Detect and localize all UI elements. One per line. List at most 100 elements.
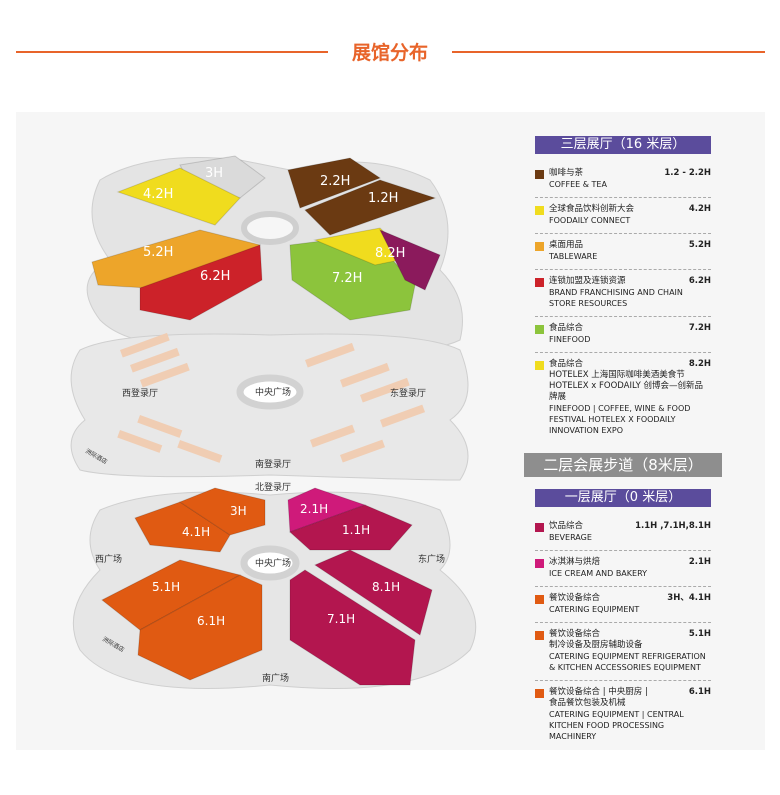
color-swatch bbox=[535, 278, 544, 287]
east-plaza-label: 东广场 bbox=[418, 553, 445, 565]
legend-en: FINEFOOD bbox=[549, 335, 591, 344]
legend-item: 食品综合 FINEFOOD 7.2H bbox=[535, 317, 711, 353]
hall-block bbox=[287, 157, 382, 209]
legend-item: 桌面用品 TABLEWARE 5.2H bbox=[535, 234, 711, 270]
east-lobby-label: 东登录厅 bbox=[390, 387, 426, 399]
level2-central-ring bbox=[236, 374, 304, 410]
level1-title: 一层展厅（0 米层） bbox=[535, 489, 711, 507]
legend-cn: 全球食品饮料创新大会 bbox=[549, 204, 635, 214]
south-plaza-label: 南广场 bbox=[262, 672, 289, 684]
legend-item: 全球食品饮料创新大会 FOODAILY CONNECT 4.2H bbox=[535, 198, 711, 234]
legend-en: BRAND FRANCHISING AND CHAIN STORE RESOUR… bbox=[549, 288, 683, 308]
legend-hall: 2.1H bbox=[688, 557, 711, 567]
color-swatch bbox=[535, 559, 544, 568]
legend-en: ICE CREAM AND BAKERY bbox=[549, 569, 648, 578]
hall-label: 5.1H bbox=[152, 580, 180, 594]
legend-cn: 食品综合 bbox=[549, 323, 584, 333]
hall-label: 8.2H bbox=[375, 246, 405, 261]
hall-label: 3H bbox=[230, 504, 247, 518]
hall-label: 6.2H bbox=[200, 269, 230, 284]
legend-cn: 餐饮设备综合 bbox=[549, 593, 601, 603]
hall-label: 2.1H bbox=[300, 502, 328, 516]
color-swatch bbox=[535, 631, 544, 640]
legend-cn3: HOTELEX x FOODAILY 创博会—创新品牌展 bbox=[549, 381, 703, 402]
hall-block bbox=[313, 549, 433, 636]
legend-item: 餐饮设备综合 | 中央厨房 |食品餐饮包装及机械 CATERING EQUIPME… bbox=[535, 681, 711, 749]
page-title: 展馆分布 bbox=[351, 42, 428, 64]
color-swatch bbox=[535, 595, 544, 604]
title-line-right bbox=[452, 51, 765, 53]
legend-en: CATERING EQUIPMENT | CENTRAL KITCHEN FOO… bbox=[549, 710, 684, 741]
hall-label: 4.2H bbox=[143, 187, 173, 202]
hall-block bbox=[304, 179, 437, 236]
north-lobby-label: 北登录厅 bbox=[255, 482, 291, 493]
level2-title: 二层会展步道（8米层） bbox=[524, 453, 722, 477]
hall-label: 1.1H bbox=[342, 523, 370, 537]
legend-hall: 4.2H bbox=[688, 204, 711, 214]
hall-block bbox=[134, 501, 231, 553]
venue-map: 3H 4.2H 2.2H 1.2H 5.2H 6.2H 7.2H 8.2H 中央… bbox=[70, 155, 477, 689]
hall-label: 4.1H bbox=[182, 525, 210, 539]
hall-label: 3H bbox=[205, 166, 223, 181]
legend-cn2: HOTELEX 上海国际咖啡美酒美食节 bbox=[549, 370, 685, 380]
hall-label: 5.2H bbox=[143, 245, 173, 260]
hall-label: 7.2H bbox=[332, 271, 362, 286]
color-swatch bbox=[535, 325, 544, 334]
color-swatch bbox=[535, 523, 544, 532]
legend-cn: 食品综合 bbox=[549, 359, 584, 369]
legend-hall: 1.1H ,7.1H,8.1H bbox=[635, 521, 711, 531]
hall-label: 8.1H bbox=[372, 580, 400, 594]
legend-hall: 8.2H bbox=[688, 359, 711, 369]
legend-hall: 6.2H bbox=[688, 276, 711, 286]
legend-hall: 5.2H bbox=[688, 240, 711, 250]
legend-cn2: 制冷设备及厨房辅助设备 bbox=[549, 640, 643, 650]
hall-label: 1.2H bbox=[368, 191, 398, 206]
legend-cn: 连锁加盟及连锁资源 bbox=[549, 276, 626, 286]
legend-cn2: 食品餐饮包装及机械 bbox=[549, 698, 626, 708]
hall-block bbox=[139, 244, 263, 321]
color-swatch bbox=[535, 170, 544, 179]
level3-title: 三层展厅（16 米层） bbox=[535, 136, 711, 154]
legend-cn: 餐饮设备综合 bbox=[549, 629, 601, 639]
hall-label: 6.1H bbox=[197, 614, 225, 628]
west-lobby-label: 西登录厅 bbox=[122, 388, 158, 399]
legend-en: CATERING EQUIPMENT bbox=[549, 605, 640, 614]
color-swatch bbox=[535, 361, 544, 370]
hall-label: 2.2H bbox=[320, 174, 350, 189]
legend-en: TABLEWARE bbox=[549, 252, 598, 261]
legend-item: 连锁加盟及连锁资源 BRAND FRANCHISING AND CHAIN STO… bbox=[535, 270, 711, 317]
legend-cn: 餐饮设备综合 | 中央厨房 | bbox=[549, 687, 648, 697]
level3-central-ring bbox=[241, 211, 299, 245]
hall-block bbox=[137, 574, 263, 681]
west-plaza-label: 西广场 bbox=[95, 553, 122, 565]
central-plaza-label: 中央广场 bbox=[255, 557, 291, 569]
legend-en: FINEFOOD | COFFEE, WINE & FOOD FESTIVAL … bbox=[549, 404, 691, 435]
color-swatch bbox=[535, 689, 544, 698]
legend-hall: 3H、4.1H bbox=[667, 593, 711, 603]
legend-hall: 1.2 - 2.2H bbox=[664, 168, 711, 178]
color-swatch bbox=[535, 242, 544, 251]
south-lobby-label: 南登录厅 bbox=[255, 458, 291, 470]
legend-cn: 桌面用品 bbox=[549, 240, 584, 250]
legend-cn: 饮品综合 bbox=[549, 521, 584, 531]
legend-en: FOODAILY CONNECT bbox=[549, 216, 631, 225]
hall-block bbox=[289, 569, 416, 686]
legend-hall: 7.2H bbox=[688, 323, 711, 333]
legend-hall: 5.1H bbox=[688, 629, 711, 639]
level1-central-ring bbox=[240, 545, 300, 581]
hall-label: 7.1H bbox=[327, 612, 355, 626]
legend-cn: 冰淇淋与烘焙 bbox=[549, 557, 601, 567]
hall-block bbox=[289, 504, 413, 551]
legend-en: COFFEE & TEA bbox=[549, 180, 607, 189]
legend-hall: 6.1H bbox=[688, 687, 711, 697]
legend-item: 餐饮设备综合 CATERING EQUIPMENT 3H、4.1H bbox=[535, 587, 711, 623]
hall-block bbox=[378, 229, 441, 291]
hall-block bbox=[178, 487, 266, 536]
booth-blocks bbox=[117, 332, 426, 463]
central-plaza-label: 中央广场 bbox=[255, 386, 291, 398]
